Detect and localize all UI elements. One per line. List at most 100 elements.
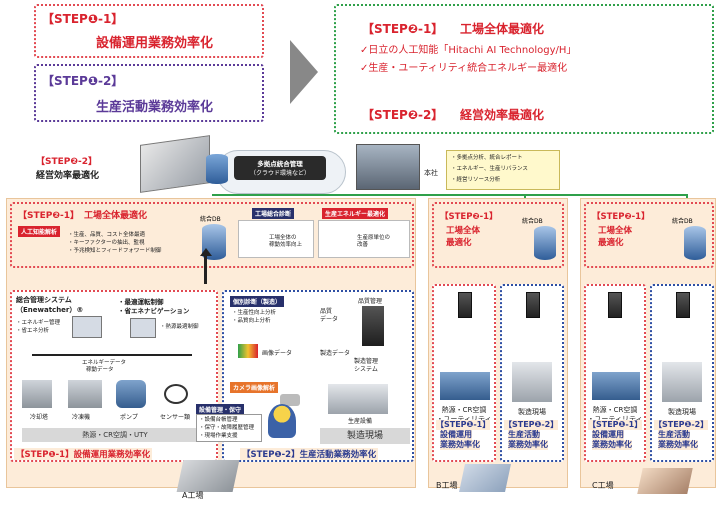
cloud-db-icon	[206, 154, 228, 184]
production-energy-tag: 生産エネルギー最適化	[322, 208, 389, 219]
sensor-icon	[164, 384, 188, 404]
factory-a-step11-box: 総合管理システム （Enewatcher）® ・エネルギー管理 ・省エネ分析 ・…	[10, 290, 218, 462]
factory-b-step12-2: 生産活動	[508, 430, 540, 440]
factory-c-title-2: 最適化	[598, 238, 624, 248]
factory-c-site-label: 製造現場	[668, 408, 696, 416]
worker-icon	[268, 404, 296, 438]
top-step21-bullet-ai: ✓日立の人工知能「Hitachi AI Technology/H」	[360, 45, 577, 56]
ems-title-1: 総合管理システム	[16, 296, 72, 304]
top-step11-title: 設備運用業務効率化	[96, 36, 214, 51]
mes-1: 製造管理	[354, 358, 379, 365]
mfg-data-label: 製造データ	[320, 350, 351, 357]
opt-computer-icon	[130, 318, 156, 338]
factory-c-server2-icon	[676, 292, 690, 318]
factory-c-step12-3: 業務効率化	[658, 440, 698, 450]
network-line	[212, 194, 688, 196]
indiv-bullet-2: ・品質向上分析	[232, 318, 271, 324]
factory-b-machine-icon	[440, 372, 490, 400]
cloud-subtitle: （クラウド環境など）	[249, 170, 310, 177]
individual-diagnosis-tag: 個別診断（製造）	[230, 296, 285, 307]
equip-cooling-tower: 冷却塔	[30, 414, 49, 421]
utility-band: 熱源・CR空調・UTY	[22, 428, 208, 442]
top-step21-label: 【STEP❷-1】	[362, 22, 444, 36]
arrow-icon	[290, 40, 318, 104]
overall-text-2: 稼動効率向上	[269, 242, 303, 248]
factory-b-server1-icon	[458, 292, 472, 318]
factory-b-server2-icon	[526, 292, 540, 318]
indiv-bullet-1: ・生産性向上分析	[232, 310, 277, 316]
datacenter-racks-icon	[140, 135, 210, 193]
maint-bullet-2: ・保守・故障履歴管理	[199, 425, 255, 431]
ems-bullet-1: ・エネルギー管理	[16, 320, 61, 326]
hq-bullet-3: ・経営リソース分析	[451, 177, 501, 183]
factory-a-db-label: 統合DB	[200, 216, 221, 223]
factory-c-step21-box: 【STEP❷-1】 工場全体 最適化 統合DB	[584, 202, 714, 268]
top-step11-label: 【STEP❶-1】	[42, 12, 124, 26]
overall-text-1: 工場全体の	[269, 235, 297, 241]
quality-data-2: データ	[320, 316, 339, 323]
factory-c-util-1: 熱源・CR空調	[592, 406, 638, 414]
factory-c-step11-2: 設備運用	[592, 430, 624, 440]
maint-bullet-1: ・設備台帳管理	[199, 417, 238, 423]
ai-bullet-3: ・予兆検知とフィードフォワード制御	[68, 248, 162, 254]
camera-icon	[280, 394, 300, 406]
hq-label: 本社	[424, 169, 438, 177]
factory-c-step11-3: 業務効率化	[592, 440, 632, 450]
a-bus-line	[32, 354, 192, 356]
equip-pump: ポンプ	[120, 414, 138, 421]
equip-sensors: センサー類	[160, 414, 191, 421]
overall-diagnosis-tag: 工場総合診断	[252, 208, 295, 219]
ai-bullet-1: ・生産、品質、コスト全体最適	[68, 232, 146, 238]
factory-c-step12-2: 生産活動	[658, 430, 690, 440]
factory-c-step11-1: 【STEP❶-1】	[588, 420, 643, 430]
factory-b-util-2: ・ユーティリティ	[436, 415, 492, 423]
opt-sub: ・熱源最適制御	[160, 324, 199, 330]
top-step21-title: 工場全体最適化	[460, 22, 545, 36]
pump-icon	[116, 380, 146, 408]
quality-mgmt: 品質管理	[358, 298, 383, 305]
top-step11-box: 【STEP❶-1】 設備運用業務効率化	[34, 4, 264, 58]
overall-diagnosis-panel: 工場全体の 稼動効率向上	[238, 220, 314, 258]
factory-c-db-icon	[684, 226, 706, 260]
factory-b-title-2: 最適化	[446, 238, 472, 248]
mid-step22-title: 経営効率最適化	[36, 171, 100, 181]
image-data-label: 画像データ	[262, 350, 293, 357]
chiller-icon	[68, 380, 102, 408]
factory-b-step12-3: 業務効率化	[508, 440, 548, 450]
top-step12-title: 生産活動業務効率化	[96, 100, 214, 115]
factory-b-site-icon	[512, 362, 552, 402]
factory-a-name: A工場	[182, 491, 204, 500]
db-arrow-up-icon	[204, 254, 207, 284]
top-step22-title: 経営効率最適化	[460, 108, 545, 122]
maint-bullet-3: ・現場作業支援	[199, 433, 238, 439]
camera-analysis-tag: カメラ画像解析	[230, 382, 279, 393]
top-step12-box: 【STEP❶-2】 生産活動業務効率化	[34, 64, 264, 122]
energy-text-1: 生産原単位の	[357, 235, 391, 241]
factory-b-step21-label: 【STEP❷-1】	[440, 212, 498, 222]
ai-analysis-tag: 人工知能解析	[18, 226, 61, 237]
factory-b-step11-1: 【STEP❶-1】	[436, 420, 491, 430]
factory-a-step12-label: 【STEP❶-2】生産活動業務効率化	[240, 448, 379, 460]
db-arrowhead-icon	[200, 248, 212, 256]
production-energy-panel: 生産原単位の 改善	[318, 220, 410, 258]
top-step12-label: 【STEP❶-2】	[42, 74, 124, 88]
factory-c-title-1: 工場全体	[598, 226, 633, 236]
factory-a-building-icon	[176, 460, 240, 492]
mfg-site-band: 製造現場	[320, 428, 410, 444]
factory-b-step21-box: 【STEP❷-1】 工場全体 最適化 統合DB	[432, 202, 564, 268]
hq-bullet-2: ・エネルギー、生産リバランス	[451, 166, 528, 172]
factory-b-db-icon	[534, 226, 556, 260]
hq-bullet-1: ・多拠点分析、統合レポート	[451, 155, 523, 161]
mfg-equipment-icon	[328, 384, 388, 414]
factory-c-step12-1: 【STEP❶-2】	[654, 420, 709, 430]
factory-a-step21-label: 【STEP❷-1】	[18, 211, 79, 221]
ems-title-2: （Enewatcher）®	[16, 306, 84, 314]
mfg-equip-label: 生産設備	[348, 418, 373, 425]
hq-workstation-icon	[356, 144, 420, 190]
maintenance-box: ・設備台帳管理 ・保守・故障履歴管理 ・現場作業支援	[196, 414, 262, 442]
maintenance-tag: 設備管理・保守	[196, 404, 245, 415]
factory-b-building-icon	[459, 464, 511, 492]
factory-b-site-label: 製造現場	[518, 408, 546, 416]
energy-text-2: 改善	[357, 242, 369, 248]
factory-b-db-label: 統合DB	[522, 218, 543, 225]
